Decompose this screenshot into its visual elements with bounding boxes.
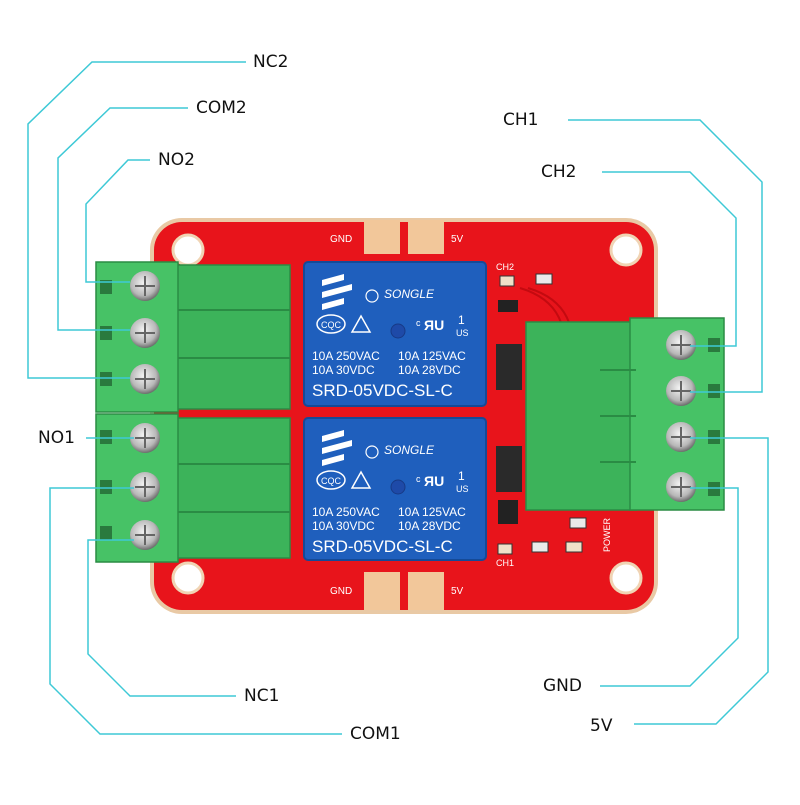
callout-5v: 5V: [590, 716, 613, 736]
relay-bottom: SONGLE CQC c ЯU 1 US 10A 250VAC 10A 30VD…: [303, 417, 487, 561]
leader-ch2: [602, 171, 737, 347]
leader-gnd: [600, 487, 739, 687]
callout-no1: NO1: [38, 428, 75, 448]
relay-top-model: SRD-05VDC-SL-C: [312, 381, 453, 400]
relay-bottom-ul-us: US: [456, 484, 469, 494]
leader-nc1: [87, 539, 236, 697]
wire-slot: [708, 384, 720, 398]
silk-top-gnd: GND: [330, 234, 352, 245]
relay-top-brand: SONGLE: [384, 287, 435, 301]
mount-hole-tr: [609, 233, 643, 267]
cqc-mark-icon: [316, 470, 346, 490]
leader-com1: [49, 487, 342, 735]
component-c1: [498, 300, 518, 312]
mount-hole-tl: [171, 233, 205, 267]
resistor-r2: [531, 541, 549, 553]
silk-bottom-gnd: GND: [330, 586, 352, 597]
wire-slot: [708, 338, 720, 352]
led-ch2: [499, 275, 515, 287]
relay-bottom-dot: [390, 479, 406, 495]
cqc-mark-icon: [316, 314, 346, 334]
wire-slot: [100, 372, 112, 386]
led-ch1: [497, 543, 513, 555]
led-power: [565, 541, 583, 553]
relay-bottom-ul-num: 1: [458, 469, 465, 483]
wire-slot: [708, 482, 720, 496]
relay-top-ul-num: 1: [458, 313, 465, 327]
silk-bottom-5v: 5V: [451, 586, 464, 597]
callout-nc1: NC1: [244, 686, 280, 706]
leader-ch1: [568, 119, 763, 393]
relay-top-rating-l1: 10A 250VAC: [312, 349, 380, 363]
triangle-mark-icon: [350, 470, 372, 489]
relay-top-dot: [390, 323, 406, 339]
relay-bottom-cqc: CQC: [321, 476, 342, 486]
leader-nc2: [27, 61, 246, 379]
triangle-mark-icon: [350, 314, 372, 333]
registered-icon: [365, 445, 379, 459]
mount-hole-bl: [171, 561, 205, 595]
songle-logo-icon: [322, 430, 352, 466]
callout-com1: COM1: [350, 724, 401, 744]
callout-gnd: GND: [543, 676, 582, 696]
silk-power: POWER: [602, 517, 612, 552]
leader-lines: [27, 61, 769, 735]
pad-bottom-5v: [408, 572, 444, 610]
relay-bottom-brand: SONGLE: [384, 443, 435, 457]
wire-slot: [100, 326, 112, 340]
resistor-r3: [569, 517, 587, 529]
ul-mark-icon: ЯU: [424, 317, 444, 333]
relay-bottom-model: SRD-05VDC-SL-C: [312, 537, 453, 556]
callout-ch2: CH2: [541, 162, 577, 182]
relay-bottom-rating-l2: 10A 30VDC: [312, 519, 375, 533]
pad-top-gnd: [364, 220, 400, 254]
relay-top-rating-r1: 10A 125VAC: [398, 349, 466, 363]
wire-slot: [100, 526, 112, 540]
resistor-r1: [535, 273, 553, 285]
relay-bottom-rating-r1: 10A 125VAC: [398, 505, 466, 519]
terminal-block-relay1: [95, 413, 291, 563]
leader-5v: [634, 437, 769, 725]
relay-bottom-ul-c: c: [416, 474, 421, 484]
wire-slot: [100, 280, 112, 294]
relay-top: SONGLE CQC c ЯU 1 US 10A 250VAC 10A 30VD…: [303, 261, 487, 407]
transistor-q1: [496, 446, 522, 492]
relay-bottom-rating-l1: 10A 250VAC: [312, 505, 380, 519]
pad-top-5v: [408, 220, 444, 254]
relay-top-ul-c: c: [416, 318, 421, 328]
transistor-q2: [496, 344, 522, 390]
leader-com2: [57, 107, 188, 331]
callout-no2: NO2: [158, 150, 195, 170]
wire-slot: [100, 480, 112, 494]
relay-top-rating-r2: 10A 28VDC: [398, 363, 461, 377]
relay-top-cqc: CQC: [321, 320, 342, 330]
silk-led-ch1: CH1: [496, 558, 514, 568]
silk-led-ch2: CH2: [496, 262, 514, 272]
diode-d1: [498, 500, 518, 524]
callout-ch1: CH1: [503, 110, 539, 130]
pad-bottom-gnd: [364, 572, 400, 610]
terminal-block-relay2: [95, 261, 291, 413]
leader-no2: [85, 159, 150, 283]
relay-top-ul-us: US: [456, 328, 469, 338]
relay-top-rating-l2: 10A 30VDC: [312, 363, 375, 377]
relay-bottom-rating-r2: 10A 28VDC: [398, 519, 461, 533]
mount-hole-br: [609, 561, 643, 595]
callout-nc2: NC2: [253, 52, 289, 72]
silk-top-5v: 5V: [451, 234, 464, 245]
wire-slot: [708, 430, 720, 444]
wire-slot: [100, 430, 112, 444]
ul-mark-icon: ЯU: [424, 473, 444, 489]
terminal-block-control: [525, 317, 725, 511]
registered-icon: [365, 289, 379, 303]
songle-logo-icon: [322, 274, 352, 310]
callout-com2: COM2: [196, 98, 247, 118]
